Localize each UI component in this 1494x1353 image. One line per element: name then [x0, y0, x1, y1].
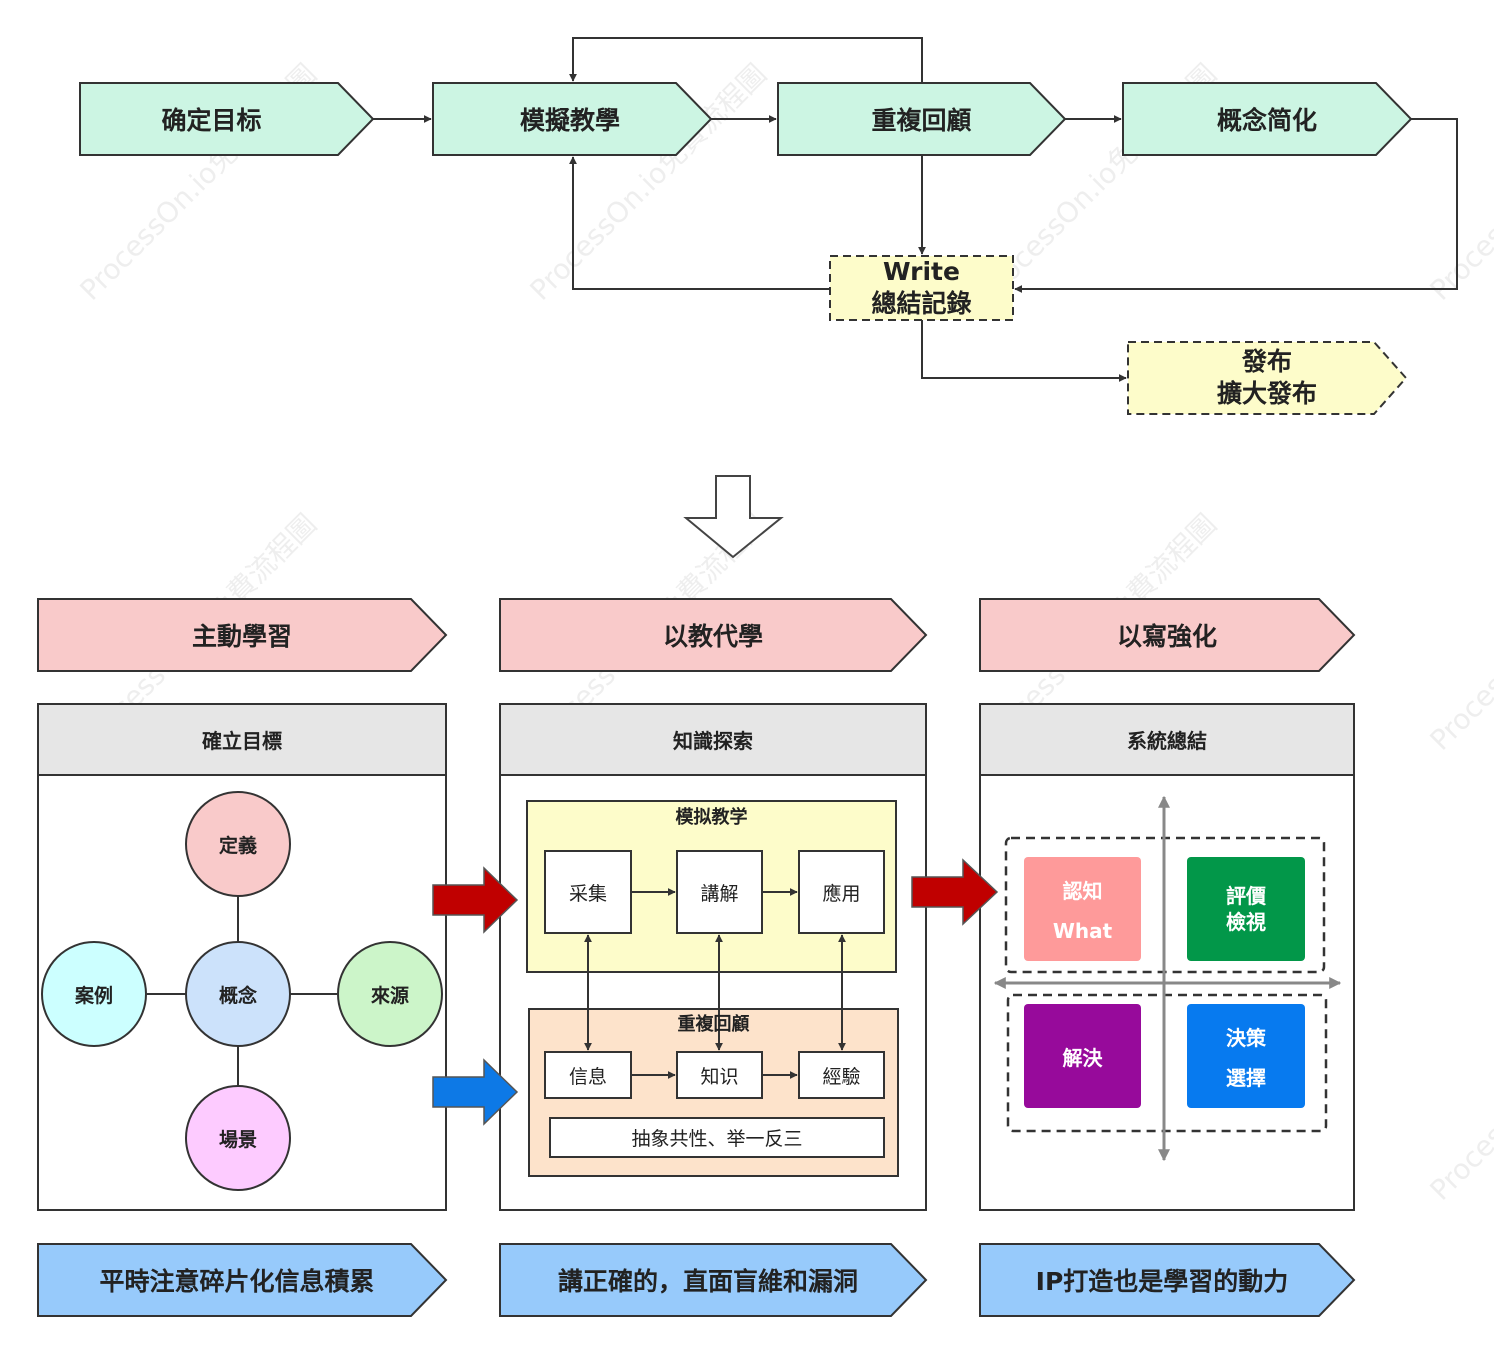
review-step-2-label: 知识	[700, 1065, 739, 1088]
red-arrow-icon	[911, 858, 999, 926]
flow-step-teach	[432, 82, 713, 156]
quadrant-cell-2	[1187, 857, 1305, 961]
quadrant-cell-1	[1024, 857, 1141, 961]
flow-label-publish-line1: 發布	[1241, 346, 1292, 376]
concept-node-center	[185, 941, 291, 1047]
quadrant-cell-3-label: 解決	[1062, 1045, 1103, 1070]
review-step-1	[544, 1051, 632, 1099]
flow-label-goal: 确定目标	[161, 106, 262, 135]
flow-label-write-line2: 總結記錄	[871, 289, 972, 318]
quadrant-cell-1-line2: What	[1052, 919, 1113, 944]
column-header-3	[979, 598, 1356, 672]
flow-label-review: 重複回顧	[871, 106, 972, 135]
quadrant-cell-3	[1024, 1004, 1141, 1108]
quadrant-cell-4-line2: 選擇	[1226, 1065, 1266, 1090]
flow-step-goal	[79, 82, 375, 156]
teach-step-2-label: 講解	[700, 882, 739, 905]
column-2-connectors	[584, 888, 846, 1079]
panel-1-title-bar	[37, 703, 447, 776]
column-header-2	[499, 598, 928, 672]
column-footer-1-label: 平時注意碎片化信息積累	[99, 1267, 375, 1296]
flow-step-publish	[1127, 341, 1408, 415]
quadrant-cell-2-line2: 檢視	[1226, 910, 1266, 934]
teach-step-1	[544, 850, 632, 934]
concept-node-bottom	[185, 1085, 291, 1191]
concept-node-left-label: 案例	[74, 984, 113, 1007]
column-header-1-label: 主動學習	[191, 622, 292, 651]
review-summary-box	[549, 1117, 885, 1158]
column-header-3-label: 以寫強化	[1116, 622, 1217, 651]
flow-step-review	[777, 82, 1067, 156]
column-footer-2	[499, 1243, 928, 1317]
review-summary-label: 抽象共性、举一反三	[631, 1128, 803, 1150]
concept-node-top-label: 定義	[218, 834, 257, 857]
column-footer-2-label: 講正確的，直面盲維和漏洞	[557, 1267, 858, 1296]
teach-step-3	[798, 850, 885, 934]
flow-label-simplify: 概念简化	[1216, 106, 1317, 135]
concept-node-top	[185, 791, 291, 897]
flow-step-simplify	[1122, 82, 1413, 156]
concept-map-links	[147, 896, 337, 1087]
review-step-3-label: 經驗	[822, 1065, 861, 1088]
concept-node-bottom-label: 場景	[218, 1128, 257, 1151]
flow-label-teach: 模擬教學	[519, 106, 620, 135]
panel-3-title-bar	[979, 703, 1355, 776]
column-footer-3	[979, 1243, 1356, 1317]
flow-connectors	[373, 37, 1458, 382]
teach-group-title: 模拟教学	[675, 807, 748, 828]
column-header-1	[37, 598, 448, 672]
column-header-2-label: 以教代學	[662, 622, 763, 651]
quadrant-cell-4-label: 決策 選擇	[1187, 1004, 1305, 1108]
panel-1-title: 確立目標	[202, 729, 282, 753]
teach-step-3-label: 應用	[822, 882, 861, 905]
quadrant-cell-1-line1: 認知	[1062, 878, 1103, 903]
concept-node-center-label: 概念	[218, 984, 257, 1007]
flow-label-publish-line2: 擴大發布	[1216, 379, 1317, 408]
red-arrow-icon	[432, 866, 519, 934]
panel-3-title: 系統總結	[1127, 729, 1207, 753]
review-group-title: 重複回顧	[677, 1014, 750, 1035]
review-step-1-label: 信息	[568, 1065, 607, 1088]
quadrant-cell-1-label: 認知 What	[1024, 857, 1141, 961]
flow-label-publish: 發布 擴大發布	[1128, 342, 1406, 414]
review-step-3	[798, 1051, 885, 1099]
quadrant-cell-4	[1187, 1004, 1305, 1108]
blue-arrow-icon	[432, 1058, 519, 1126]
quadrant-cell-4-line1: 決策	[1226, 1025, 1266, 1050]
down-arrow-icon	[683, 475, 784, 559]
flow-label-write: Write 總結記錄	[830, 254, 1013, 322]
concept-node-right	[337, 941, 443, 1047]
teach-step-1-label: 采集	[568, 882, 607, 905]
concept-node-right-label: 來源	[370, 984, 409, 1007]
column-footer-3-label: IP打造也是學習的動力	[1035, 1267, 1289, 1296]
column-footer-1	[37, 1243, 448, 1317]
flow-label-write-line1: Write	[883, 256, 960, 286]
quadrant-cell-2-label: 評價 檢視	[1187, 857, 1305, 961]
concept-node-left	[41, 941, 147, 1047]
quadrant-cell-2-line1: 評價	[1226, 884, 1266, 908]
panel-2-title-bar	[499, 703, 927, 776]
panel-2-title: 知識探索	[673, 729, 753, 753]
